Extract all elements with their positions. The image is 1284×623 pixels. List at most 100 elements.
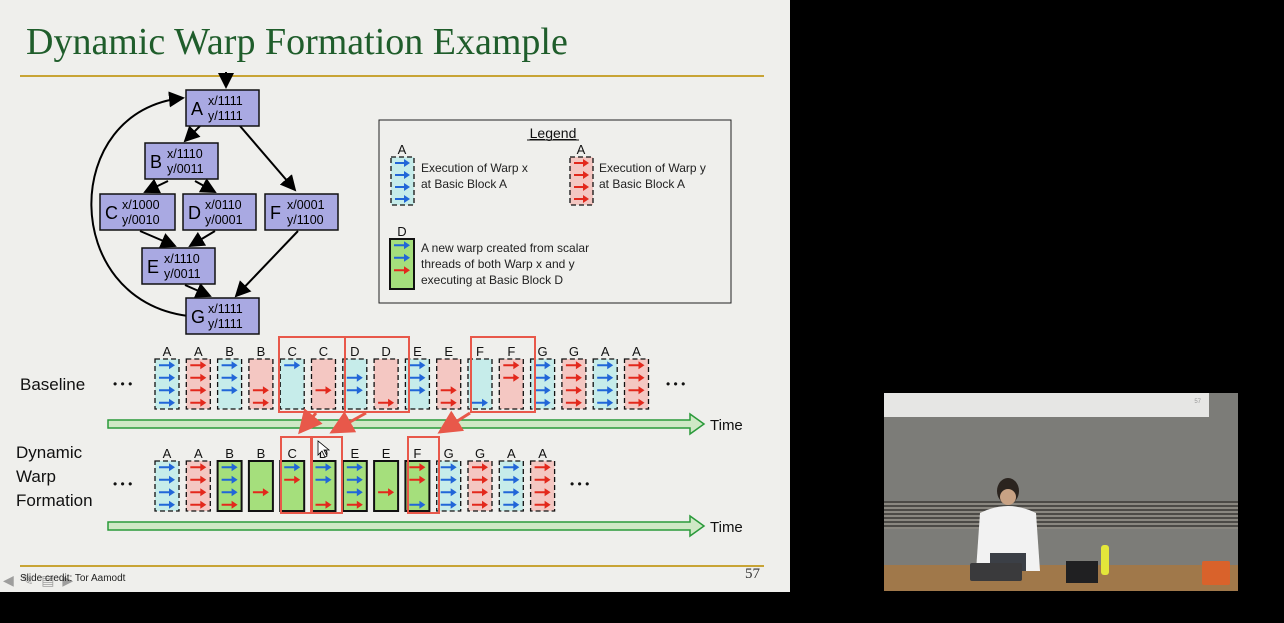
baseline-block-label: F [507, 344, 515, 359]
cfg-edge-e-g [184, 283, 212, 298]
cfg-node-x-mask: x/0001 [287, 198, 325, 212]
legend-new-warp-box-box [389, 238, 415, 290]
title-divider [20, 75, 764, 77]
baseline-block-label: G [569, 344, 579, 359]
dwf-block-label: E [350, 446, 359, 461]
highlight-dwf-d [311, 436, 343, 514]
baseline-block-box [373, 358, 399, 410]
baseline-block-label: C [288, 344, 297, 359]
legend-new-warp-text-3: executing at Basic Block D [421, 273, 563, 287]
warp-x-thread-arrow-icon [409, 361, 426, 370]
warp-x-thread-arrow-icon [440, 463, 457, 472]
camera-laptop-2 [1066, 561, 1098, 583]
warp-y-thread-arrow-icon [565, 373, 582, 382]
baseline-block [279, 358, 305, 410]
warp-y-thread-arrow-icon [221, 500, 238, 509]
baseline-time-label: Time [710, 417, 743, 434]
warp-y-thread-arrow-icon [190, 488, 207, 497]
dwf-block-box [404, 460, 431, 512]
warp-x-thread-arrow-icon [346, 475, 363, 484]
dwf-block [404, 460, 431, 512]
cfg-edge-b-d [194, 178, 217, 193]
baseline-block [623, 358, 650, 410]
warp-x-thread-arrow-icon [284, 361, 301, 370]
warp-y-thread-arrow-icon [472, 475, 488, 484]
baseline-block-box [154, 358, 180, 410]
warp-x-thread-arrow-icon [221, 361, 238, 370]
cfg-node-label: B [150, 152, 162, 172]
warp-x-thread-arrow-icon [597, 361, 614, 370]
warp-x-thread-arrow-icon [221, 463, 238, 472]
warp-x-thread-arrow-icon [346, 488, 363, 497]
baseline-block-label: F [476, 344, 484, 359]
cfg-node-x-mask: x/1111 [208, 302, 243, 316]
dwf-block [247, 460, 274, 512]
baseline-block-box [436, 358, 462, 410]
legend-warp-y-block [569, 156, 594, 206]
baseline-block [592, 358, 618, 410]
warp-x-thread-arrow-icon [284, 463, 301, 472]
cfg-edge-g-a-loop [90, 91, 189, 317]
merge-arrow-d [329, 411, 367, 434]
legend-warp-x-box-box [390, 156, 415, 206]
presenter-person-icon [976, 478, 1040, 571]
warp-y-thread-arrow-icon [252, 386, 269, 395]
warp-y-thread-arrow-icon [378, 398, 395, 407]
dwf-block-box [279, 460, 306, 512]
dwf-block [373, 460, 400, 512]
legend-warp-x-text-2: at Basic Block A [421, 177, 507, 191]
warp-x-thread-arrow-icon [597, 398, 614, 407]
camera-screen-slide-number: 57 [1194, 399, 1201, 405]
warp-x-thread-arrow-icon [159, 488, 175, 497]
baseline-block [185, 358, 211, 410]
warp-y-thread-arrow-icon [534, 500, 551, 509]
dwf-block [529, 460, 556, 512]
dwf-block-box [529, 460, 556, 512]
dwf-block-label: C [288, 446, 297, 461]
warp-y-thread-arrow-icon [409, 475, 426, 484]
warp-x-thread-arrow-icon [315, 475, 332, 484]
baseline-block-label: A [601, 344, 610, 359]
baseline-block [248, 358, 274, 410]
highlight-dwf-f [407, 436, 440, 514]
legend-new-warp-label: D [397, 224, 406, 239]
footer-divider [20, 565, 764, 567]
slide-nav-controls-icon[interactable]: ◀ ✎ ▤ ▶ [3, 572, 76, 588]
warp-x-thread-arrow-icon [394, 241, 410, 250]
merge-arrow-f [437, 410, 471, 434]
legend-new-warp-text-2: threads of both Warp x and y [421, 257, 575, 271]
warp-x-thread-arrow-icon [534, 398, 551, 407]
dwf-block-label: F [413, 446, 421, 461]
dwf-time-label: Time [710, 519, 743, 536]
baseline-block-label: G [538, 344, 548, 359]
dwf-block-box [341, 460, 368, 512]
warp-y-thread-arrow-icon [190, 386, 207, 395]
dwf-block-box [436, 460, 462, 512]
warp-x-thread-arrow-icon [315, 463, 332, 472]
cfg-edges [90, 72, 299, 317]
baseline-block-box [623, 358, 650, 410]
baseline-block [436, 358, 462, 410]
legend-warp-y-text-2: at Basic Block A [599, 177, 685, 191]
baseline-block-label: A [163, 344, 172, 359]
warp-y-thread-arrow-icon [628, 398, 645, 407]
legend-new-warp-box [389, 238, 415, 290]
cfg-node-label: D [188, 203, 201, 223]
legend-warp-x-text-1: Execution of Warp x [421, 161, 528, 175]
dwf-block-box [310, 460, 337, 512]
warp-x-thread-arrow-icon [221, 488, 238, 497]
baseline-block-label: C [319, 344, 328, 359]
warp-y-thread-arrow-icon [315, 386, 332, 395]
warp-y-thread-arrow-icon [574, 195, 589, 203]
cfg-edge-f-g [234, 230, 299, 298]
dwf-block-label: A [507, 446, 516, 461]
dwf-blocks: AABBCDEEFGGAA [154, 446, 556, 512]
cfg-node-x-mask: x/1000 [122, 198, 160, 212]
cfg-edge-c-e [139, 230, 177, 248]
cfg-node-label: E [147, 257, 159, 277]
warp-x-thread-arrow-icon [159, 361, 175, 370]
dwf-block-label: E [382, 446, 391, 461]
slide-title: Dynamic Warp Formation Example [26, 21, 568, 63]
